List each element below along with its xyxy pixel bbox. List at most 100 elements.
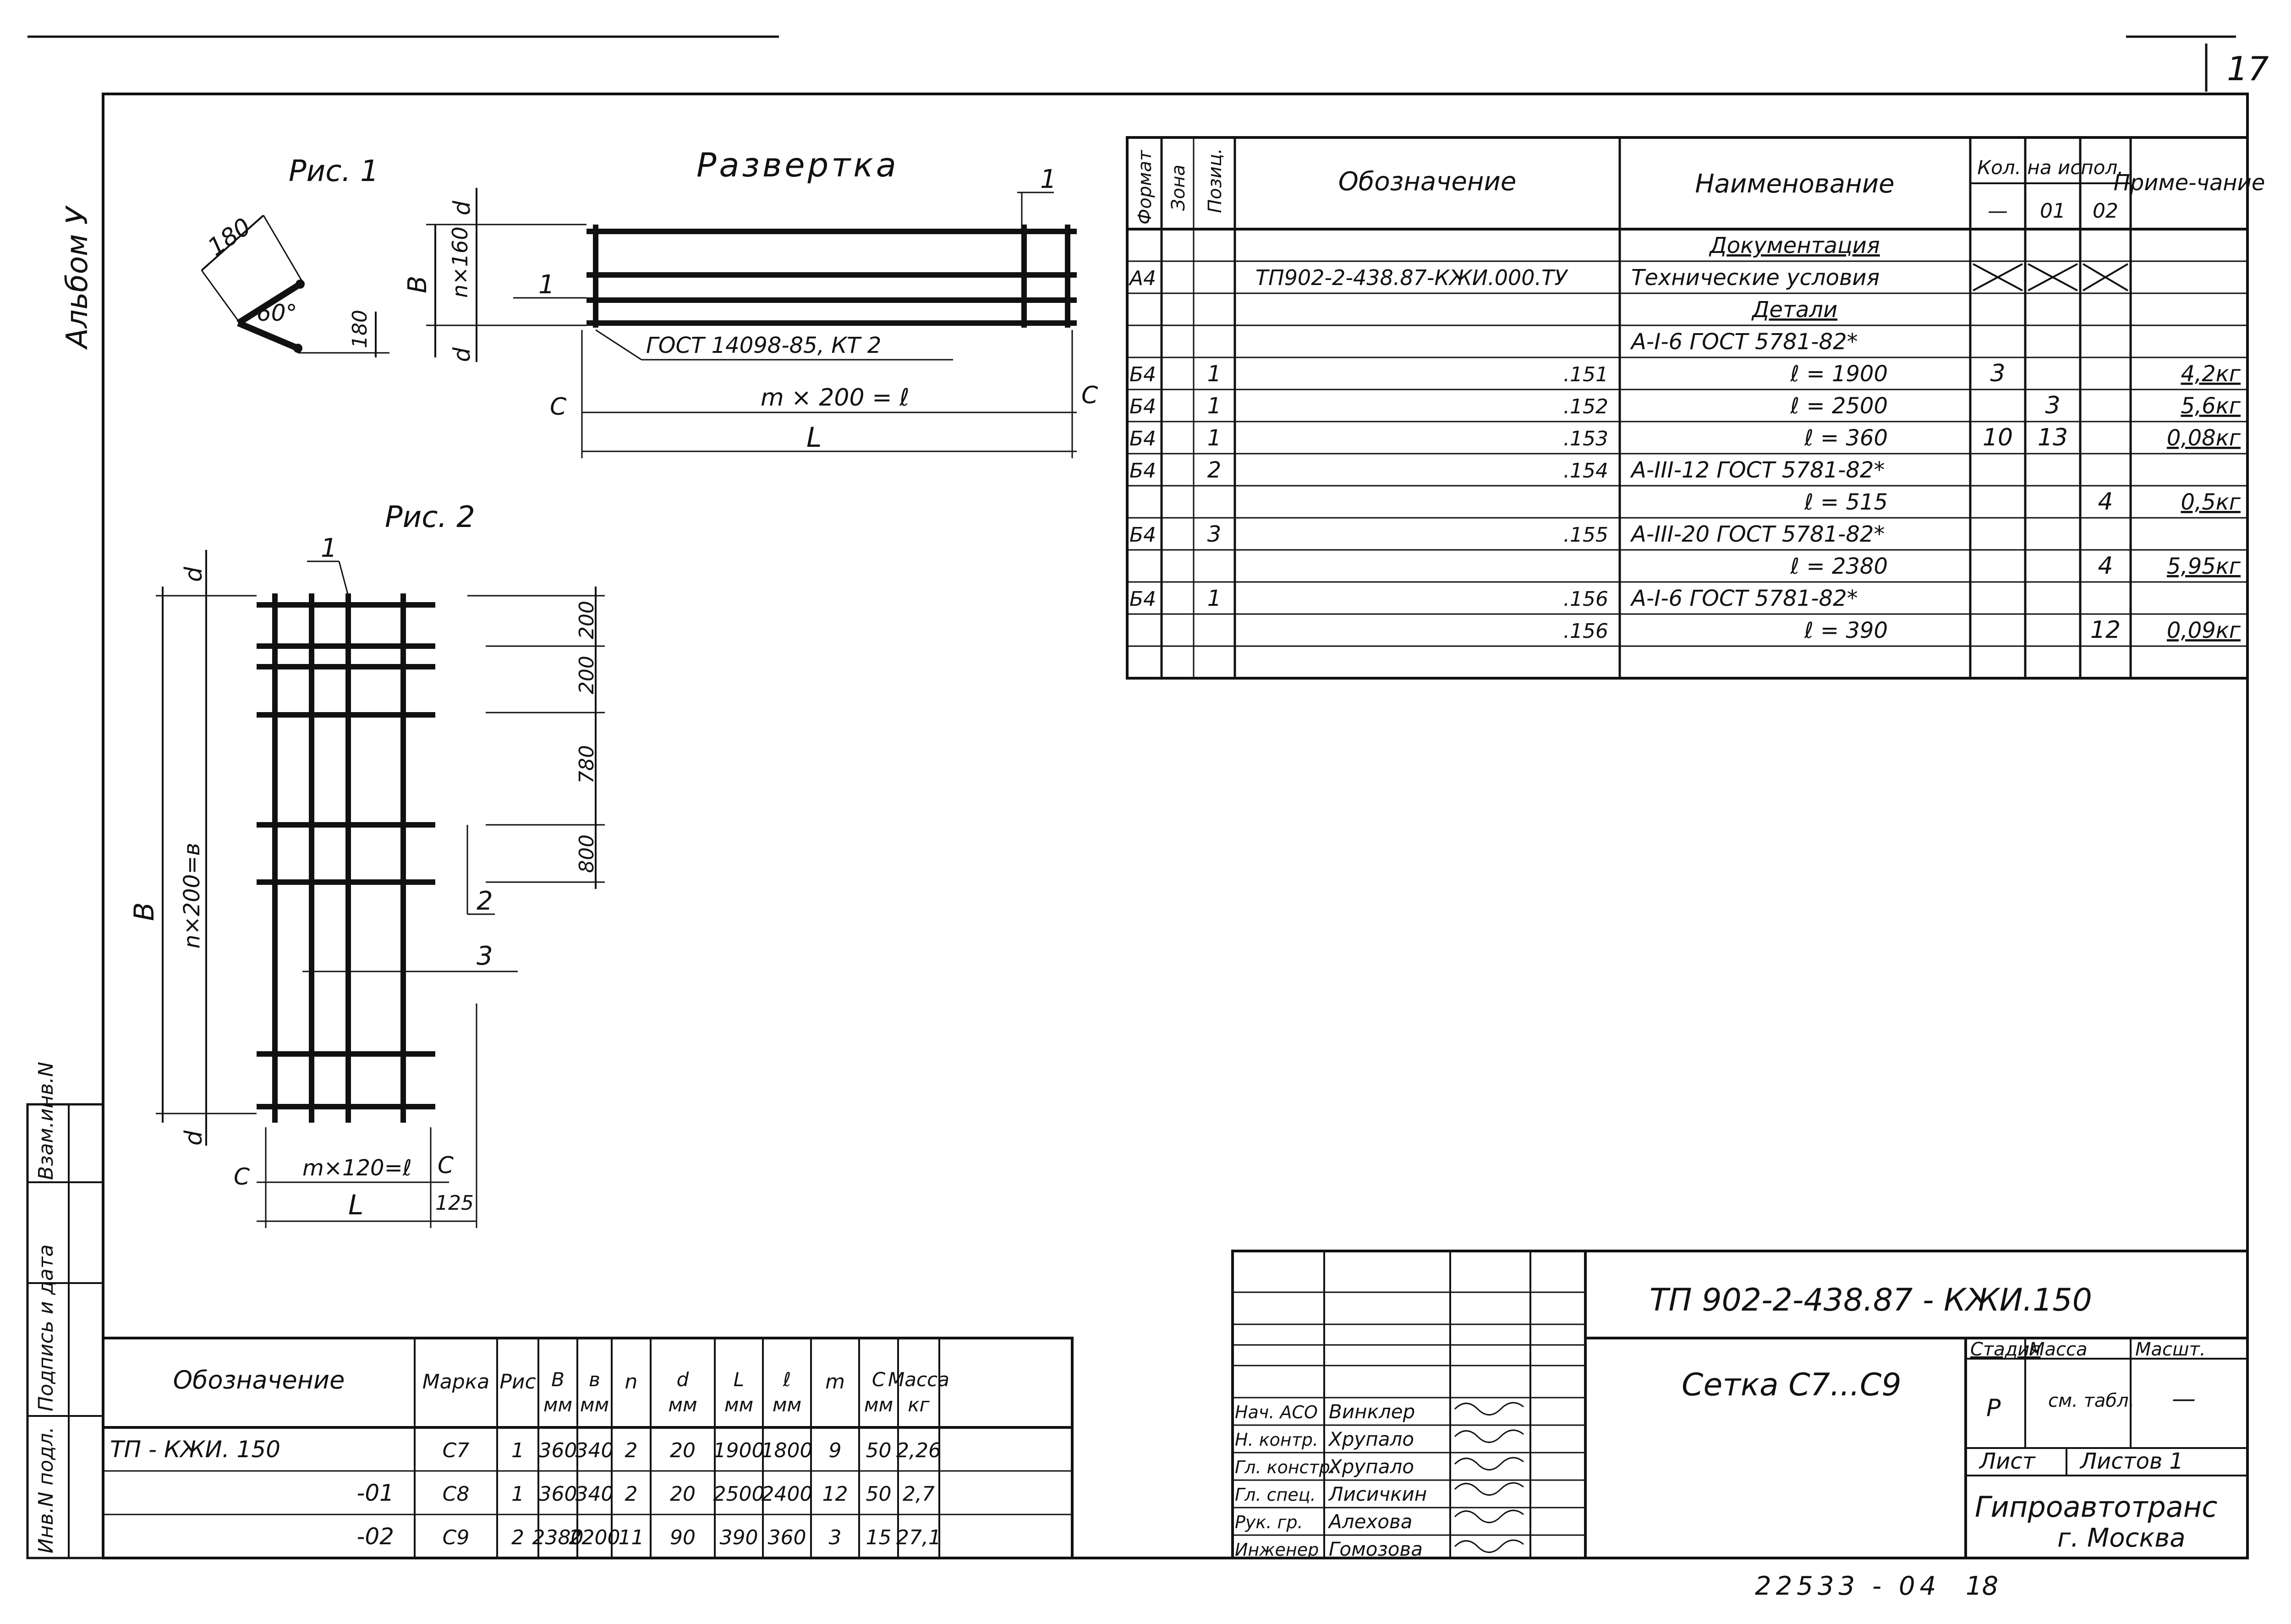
spec-row-note: 0,5кг <box>2181 489 2241 515</box>
spec-row-qty: 3 <box>2045 392 2060 419</box>
params-row-cell: 2500 <box>713 1482 765 1506</box>
spec-row-designation: .156 <box>1563 587 1608 611</box>
params-row-cell: 3 <box>829 1526 842 1549</box>
params-row-cell: 2 <box>625 1482 638 1506</box>
signature <box>1454 1402 1524 1416</box>
spec-row-name: А-I-6 ГОСТ 5781-82* <box>1630 329 1858 355</box>
fig2-dim-L: L <box>348 1189 363 1221</box>
params-row-cell: 2 <box>625 1439 638 1462</box>
params-row-designation: -02 <box>356 1523 394 1550</box>
fig1-dim-180a: 180 <box>203 213 256 262</box>
fig2-dim-200b: 200 <box>575 656 598 694</box>
spec-row-name: А-III-12 ГОСТ 5781-82* <box>1630 457 1885 483</box>
fig2-dim-200a: 200 <box>575 601 598 639</box>
params-row-cell: 2,7 <box>903 1482 935 1506</box>
unfold-dim-d-top: d <box>449 201 475 215</box>
spec-row-qty: 13 <box>2038 424 2068 451</box>
params-row-cell: 360 <box>539 1482 577 1506</box>
spec-row-format: Б4 <box>1129 363 1156 386</box>
fig2-dim-c-right: C <box>438 1152 454 1179</box>
params-row-cell: 2200 <box>569 1526 620 1549</box>
params-row-designation: ТП - КЖИ. 150 <box>110 1436 280 1463</box>
spec-header-zone: Зона <box>1168 165 1189 211</box>
unfold-title: Развертка <box>696 146 899 184</box>
spec-header-name: Наименование <box>1695 169 1894 199</box>
unfold-gost-note: ГОСТ 14098-85, КТ 2 <box>646 333 881 358</box>
unfold-dim-nx: n×160 <box>448 227 472 298</box>
stage-label: Стадия <box>1970 1339 2040 1360</box>
unfold-dim-c-left: C <box>550 393 567 421</box>
spec-row-name: ℓ = 2500 <box>1790 393 1888 419</box>
fig2-dim-200c: 800 <box>575 834 598 873</box>
signature <box>1454 1429 1524 1443</box>
spec-row-note: 5,6кг <box>2181 393 2241 419</box>
params-row-cell: 20 <box>670 1439 696 1462</box>
spec-row-name: А-III-20 ГОСТ 5781-82* <box>1630 521 1885 547</box>
params-row-cell: С8 <box>443 1482 470 1506</box>
fig2-dim-780: 780 <box>575 745 598 784</box>
unfold-dim-L: L <box>806 422 822 454</box>
signature <box>1454 1482 1524 1496</box>
params-row-cell: 12 <box>822 1482 848 1506</box>
svg-text:Инв.N подл.: Инв.N подл. <box>34 1426 58 1553</box>
params-row-cell: 2 <box>511 1526 524 1549</box>
title-person: Лисичкин <box>1328 1483 1427 1505</box>
fig1-title: Рис. 1 <box>289 154 379 188</box>
params-row-cell: 15 <box>866 1526 892 1549</box>
spec-row-name: ℓ = 2380 <box>1790 554 1888 579</box>
title-role: Нач. АСО <box>1235 1402 1318 1422</box>
params-header: n <box>625 1370 638 1394</box>
params-row-cell: 1 <box>511 1482 524 1506</box>
unfold-dim-mx: m × 200 = ℓ <box>761 384 910 411</box>
params-row-cell: 27,1 <box>896 1526 941 1549</box>
spec-row-pos: 1 <box>1207 586 1222 611</box>
params-row-cell: 360 <box>539 1439 577 1462</box>
spec-row-format: А4 <box>1128 267 1156 290</box>
title-person: Хрупало <box>1328 1455 1414 1478</box>
title-role: Гл. констр. <box>1235 1457 1336 1477</box>
spec-row-designation: .152 <box>1563 395 1608 418</box>
organization: Гипроавтотранс <box>1975 1490 2217 1524</box>
spec-row-name: ℓ = 360 <box>1804 425 1888 451</box>
fig2-dim-d-top: d <box>180 566 208 582</box>
spec-row-format: Б4 <box>1129 523 1156 547</box>
spec-row-name: Детали <box>1751 297 1837 323</box>
spec-row-format: Б4 <box>1129 587 1156 611</box>
spec-row-designation: .151 <box>1563 363 1608 386</box>
spec-header-q-dash: — <box>1988 199 2008 223</box>
spec-row-designation: .156 <box>1563 620 1608 643</box>
params-row-cell: 390 <box>720 1526 758 1549</box>
unfold-dim-b: B <box>403 276 433 293</box>
fig2-dim-mx: m×120=ℓ <box>302 1155 412 1181</box>
fig1-angle: 60° <box>257 300 297 326</box>
figure-2: Рис. 2 d B n×200=в d 1 200 <box>128 500 605 1228</box>
spec-row-format: Б4 <box>1129 459 1156 483</box>
params-row-cell: 340 <box>575 1439 614 1462</box>
unfold-dim-d-bottom: d <box>449 347 475 362</box>
title-person: Алехова <box>1327 1510 1412 1533</box>
sheet-frame <box>102 93 2249 1559</box>
spec-row-name: ℓ = 1900 <box>1790 361 1888 387</box>
unfold-pos1-right: 1 <box>1040 165 1057 194</box>
bottom-code: 22533 - 04 <box>1755 1571 1940 1601</box>
spec-row-format: Б4 <box>1129 395 1156 418</box>
bottom-num: 18 <box>1966 1571 1998 1601</box>
params-row-cell: 50 <box>866 1482 892 1506</box>
album-label: Альбом У <box>60 205 94 350</box>
side-stamp: Взам.инв.N Подпись и дата Инв.N подл. <box>26 1062 104 1559</box>
spec-row-designation: .154 <box>1563 459 1608 483</box>
scale-value: — <box>2172 1385 2196 1413</box>
mass-value: см. табл. <box>2048 1390 2134 1411</box>
page-number: 17 <box>2227 49 2269 88</box>
spec-row-name: ℓ = 515 <box>1804 489 1888 515</box>
stage-value: Р <box>1986 1394 2001 1422</box>
spec-row-qty: 4 <box>2098 552 2113 580</box>
sheets-label: Листов 1 <box>2079 1448 2183 1474</box>
spec-row-format: Б4 <box>1129 427 1156 450</box>
